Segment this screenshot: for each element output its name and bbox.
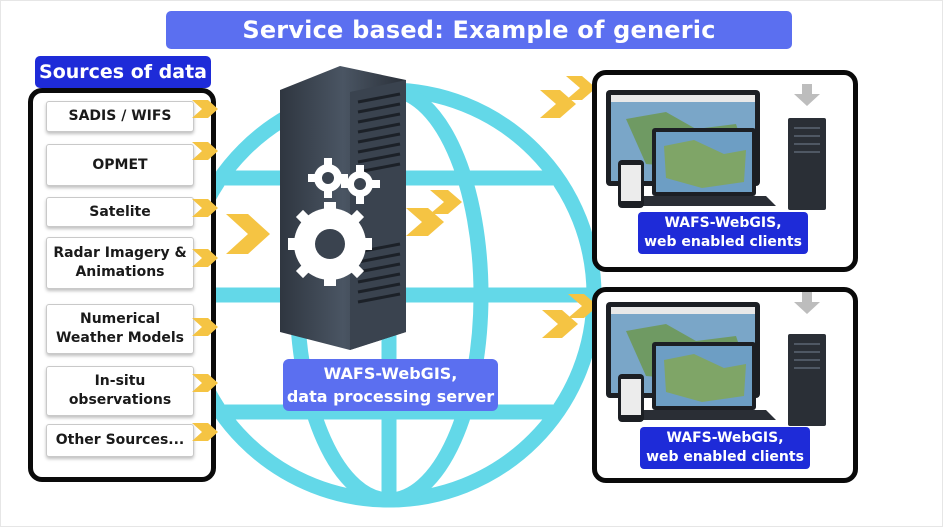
source-label: SADIS / WIFS: [68, 108, 172, 124]
client-label-top: WAFS-WebGIS, web enabled clients: [638, 212, 808, 254]
source-label: Satelite: [89, 203, 151, 220]
server-label-line2: data processing server: [286, 387, 495, 406]
top-client-chevrons: [540, 76, 596, 118]
source-label: OPMET: [92, 156, 148, 173]
chevron-icon: [192, 374, 218, 392]
server-label: WAFS-WebGIS, data processing server: [283, 359, 498, 411]
chevron-icon: [192, 423, 218, 441]
sources-header: Sources of data: [35, 56, 211, 88]
chevron-icon: [192, 100, 218, 118]
source-item-radar: Radar Imagery & Animations: [46, 237, 194, 289]
source-label: Numerical Weather Models: [55, 311, 185, 346]
chevron-icon: [192, 318, 218, 336]
pc-tower-icon: [788, 334, 826, 426]
chevron-icon: [192, 199, 218, 217]
pc-tower-icon: [788, 118, 826, 210]
source-chevrons: [192, 100, 218, 441]
source-item-in-situ: In-situ observations: [46, 366, 194, 416]
client-devices-bottom: [606, 292, 826, 426]
client-label-bottom: WAFS-WebGIS, web enabled clients: [640, 427, 810, 469]
source-item-sadis-wifs: SADIS / WIFS: [46, 101, 194, 132]
chevron-icon: [192, 142, 218, 160]
source-item-nwm: Numerical Weather Models: [46, 304, 194, 354]
server-label-line1: WAFS-WebGIS,: [323, 364, 458, 383]
diagram-title: Service based: Example of generic config…: [166, 11, 792, 82]
bottom-client-chevrons: [542, 294, 598, 338]
client-label-line1: WAFS-WebGIS,: [666, 430, 784, 446]
server-icon: [280, 66, 406, 350]
client-label-line2: web enabled clients: [646, 449, 804, 465]
client-label-line1: WAFS-WebGIS,: [664, 215, 782, 231]
source-label: Other Sources...: [55, 432, 185, 448]
server-out-chevrons: [406, 190, 462, 236]
download-arrow-icon: [794, 84, 820, 106]
chevron-icon: [192, 249, 218, 267]
download-arrow-icon: [794, 292, 820, 314]
client-label-line2: web enabled clients: [644, 234, 802, 250]
source-item-opmet: OPMET: [46, 144, 194, 186]
source-label: In-situ observations: [68, 373, 172, 408]
input-chevron-icon: [226, 214, 270, 254]
source-item-other: Other Sources...: [46, 424, 194, 457]
client-devices-top: [606, 84, 826, 210]
source-item-satelite: Satelite: [46, 197, 194, 227]
source-label: Radar Imagery & Animations: [53, 245, 187, 280]
